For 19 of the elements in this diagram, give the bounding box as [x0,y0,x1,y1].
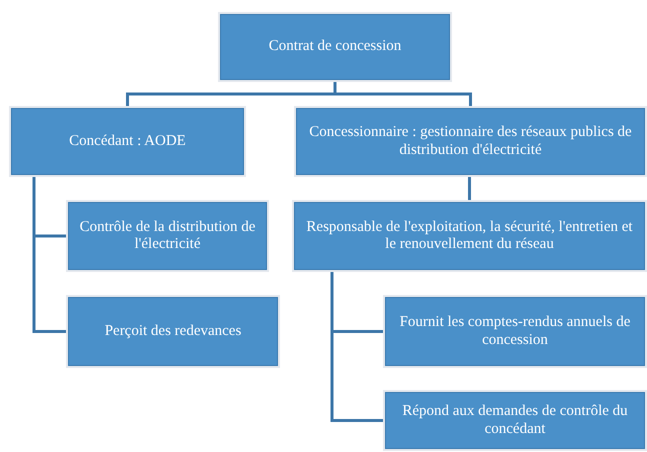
org-box [68,297,278,366]
org-box [220,14,450,80]
box-label: Répond aux demandes de contrôle du concédant [401,403,629,438]
connector-line [334,80,472,108]
box-label: Concessionnaire : gestionnaire des réseaux publics de distribution d'électricité [308,124,633,159]
org-box [11,108,244,175]
org-box [68,202,267,270]
box-label: Concédant : AODE [69,132,186,150]
box-label: Contrôle de la distribution de l'électricité [78,218,256,254]
org-box [294,202,645,270]
org-box [385,297,645,366]
box-label: Fournit les comptes-rendus annuels de concession [398,314,632,349]
connector-line [330,270,385,422]
box-label: Perçoit des redevances [104,322,242,340]
box-label: Contrat de concession [268,38,402,56]
org-box [385,392,645,449]
org-box [296,108,645,175]
box-label: Responsable de l'exploitation, la sécurité, l'entretien et le renouvellement du réseau [305,218,634,254]
connector-line [468,175,471,202]
